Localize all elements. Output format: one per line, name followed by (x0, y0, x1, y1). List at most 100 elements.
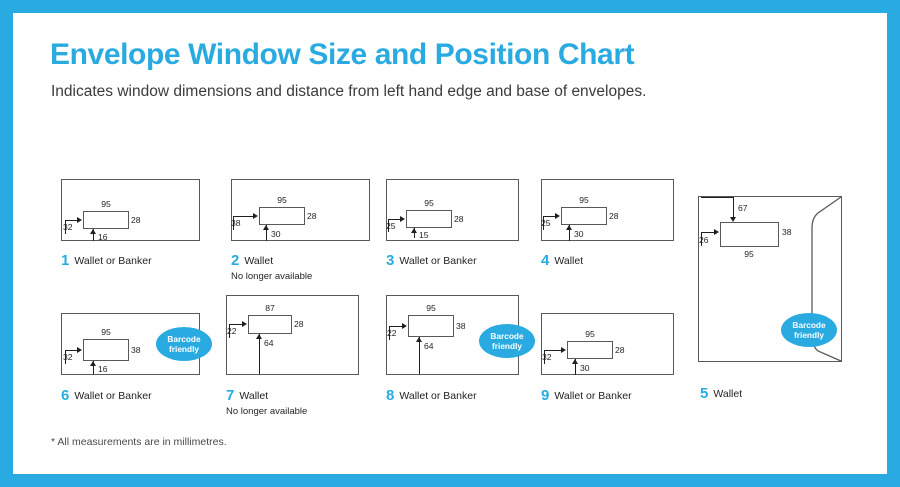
window-width-label: 95 (744, 249, 754, 259)
page-subtitle: Indicates window dimensions and distance… (51, 83, 647, 100)
envelope-label: Wallet or Banker (399, 390, 477, 402)
from-left-label: 32 (542, 352, 552, 362)
left-leader-line (65, 350, 78, 351)
window-width-label: 95 (579, 195, 589, 205)
window-width-label: 95 (101, 327, 111, 337)
envelope-label: Wallet or Banker (74, 255, 152, 267)
envelope-label: Wallet (239, 390, 269, 402)
envelope-number: 7 (226, 387, 235, 404)
base-arrow-icon (263, 225, 269, 230)
from-left-label: 22 (387, 328, 397, 338)
base-leader-line (569, 225, 570, 241)
from-base-label: 16 (98, 232, 108, 242)
envelope-caption-8: 8 Wallet or Banker (386, 386, 477, 404)
envelope-window (248, 315, 292, 334)
envelope-number: 2 (231, 252, 240, 269)
envelope-window (561, 207, 607, 225)
left-leader-line (229, 324, 242, 325)
window-width-label: 95 (424, 198, 434, 208)
left-arrow-icon (714, 229, 719, 235)
window-height-label: 28 (307, 211, 317, 221)
top-arrow-icon (730, 217, 736, 222)
from-base-label: 30 (580, 363, 590, 373)
base-arrow-icon (566, 225, 572, 230)
left-leader-vertical (65, 350, 66, 364)
envelope-label: Wallet (713, 388, 743, 400)
base-leader-line (419, 337, 420, 374)
badge-line-2: friendly (794, 330, 824, 340)
left-arrow-icon (400, 216, 405, 222)
from-left-label: 32 (63, 222, 73, 232)
window-height-label: 38 (782, 227, 792, 237)
left-leader-vertical (701, 232, 702, 246)
barcode-friendly-badge: Barcode friendly (479, 324, 535, 358)
base-arrow-icon (90, 229, 96, 234)
base-arrow-icon (90, 361, 96, 366)
envelope-window (406, 210, 452, 228)
from-base-label: 30 (271, 229, 281, 239)
from-base-label: 30 (574, 229, 584, 239)
left-leader-line (543, 216, 555, 217)
from-base-label: 64 (264, 338, 274, 348)
badge-line-1: Barcode (490, 330, 524, 341)
envelope-window (408, 315, 454, 337)
envelope-label: Wallet or Banker (554, 390, 632, 402)
window-width-label: 95 (426, 303, 436, 313)
envelope-number: 6 (61, 387, 70, 404)
envelope-label: Wallet (554, 255, 584, 267)
from-base-label: 64 (424, 341, 434, 351)
left-arrow-icon (402, 323, 407, 329)
left-leader-vertical (233, 216, 234, 230)
left-leader-vertical (229, 324, 230, 338)
badge-line-2: friendly (169, 344, 199, 354)
from-left-label: 32 (63, 352, 73, 362)
left-leader-line (389, 326, 402, 327)
envelope-window (83, 211, 129, 229)
left-leader-vertical (543, 216, 544, 230)
envelope-number: 5 (700, 385, 709, 402)
left-leader-line (65, 220, 78, 221)
left-leader-line (233, 216, 253, 217)
base-leader-line (93, 361, 94, 374)
envelope-label: Wallet or Banker (74, 390, 152, 402)
left-arrow-icon (561, 347, 566, 353)
envelope-number: 4 (541, 252, 550, 269)
from-left-label: 38 (231, 218, 241, 228)
window-width-label: 87 (265, 303, 275, 313)
window-height-label: 28 (294, 319, 304, 329)
base-arrow-icon (256, 334, 262, 339)
window-height-label: 28 (454, 214, 464, 224)
from-base-label: 15 (419, 230, 429, 240)
left-arrow-icon (77, 347, 82, 353)
from-base-label: 16 (98, 364, 108, 374)
envelope-caption-4: 4 Wallet (541, 251, 583, 269)
from-left-label: 26 (699, 235, 709, 245)
envelope-label: Wallet or Banker (399, 255, 477, 267)
envelope-window (259, 207, 305, 225)
base-arrow-icon (572, 359, 578, 364)
from-left-label: 25 (541, 218, 551, 228)
from-left-label: 22 (227, 326, 237, 336)
base-leader-line (575, 359, 576, 375)
envelope-window (567, 341, 613, 359)
badge-line-1: Barcode (167, 333, 201, 344)
base-arrow-icon (411, 228, 417, 233)
base-leader-line (266, 225, 267, 241)
envelope-label: Wallet (244, 255, 274, 267)
badge-line-2: friendly (492, 341, 522, 351)
envelope-note: No longer available (226, 406, 308, 418)
window-width-label: 95 (585, 329, 595, 339)
left-arrow-icon (253, 213, 258, 219)
window-height-label: 28 (609, 211, 619, 221)
left-leader-vertical (65, 220, 66, 234)
left-leader-vertical (544, 350, 545, 364)
window-height-label: 38 (131, 345, 141, 355)
envelope-number: 8 (386, 387, 395, 404)
window-height-label: 38 (456, 321, 466, 331)
envelope-window (83, 339, 129, 361)
